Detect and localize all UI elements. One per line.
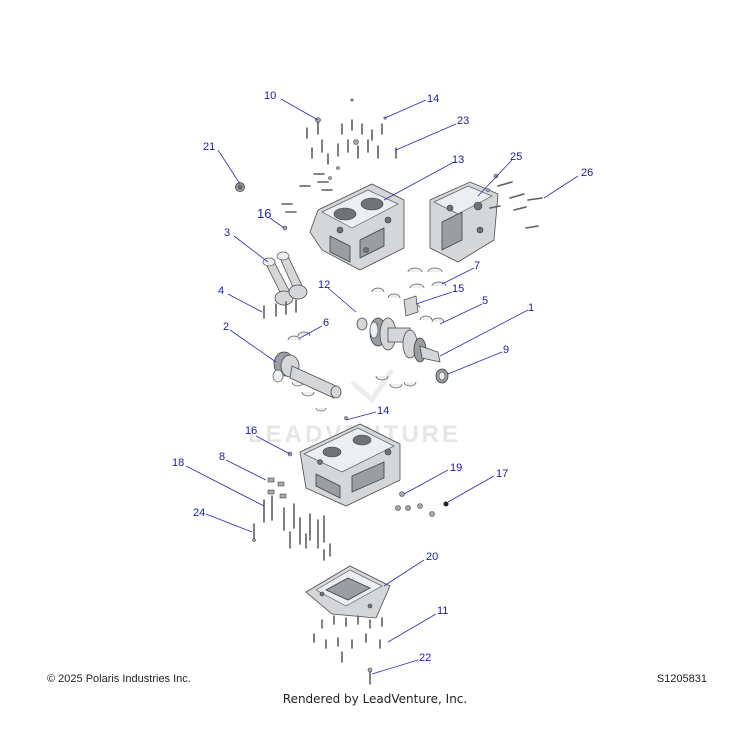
balance-shaft-part-2: [272, 351, 342, 399]
callout-17: 17: [496, 468, 508, 480]
plugs-part-19: [395, 491, 435, 517]
copyright-text: © 2025 Polaris Industries Inc.: [47, 673, 191, 685]
callout-22: 22: [419, 652, 431, 664]
rod-bolts-part-4: [263, 299, 297, 319]
callout-25: 25: [510, 151, 522, 163]
callout-15: 15: [452, 283, 464, 295]
callout-6: 6: [323, 317, 329, 329]
callout-18: 18: [172, 457, 184, 469]
connecting-rods-part-3: [262, 251, 308, 306]
callout-16-upper: 16: [257, 206, 271, 221]
cylinder-head-part-25: [429, 181, 499, 263]
callout-14-top: 14: [427, 93, 439, 105]
callout-5: 5: [482, 295, 488, 307]
crankshaft-part-1: [356, 317, 441, 363]
plug-part-21: [235, 182, 245, 192]
upper-crankcase-part-13: [309, 183, 405, 271]
callout-4: 4: [218, 285, 224, 297]
diagram-id: S1205831: [656, 673, 707, 685]
callout-11: 11: [437, 605, 448, 617]
callout-2: 2: [223, 321, 229, 333]
callout-3: 3: [224, 227, 230, 239]
callout-19: 19: [450, 462, 462, 474]
drain-bolt-part-22: [367, 667, 373, 685]
plug-part-17: [443, 501, 449, 507]
leader-lines: [185, 98, 579, 675]
callout-7: 7: [474, 260, 480, 272]
callout-16-lower: 16: [245, 425, 257, 437]
callout-24: 24: [193, 507, 205, 519]
oil-pan-part-20: [305, 565, 391, 619]
thrust-washer-part-15: [403, 295, 419, 317]
crankcase-bolts-part-18-24: [252, 495, 331, 561]
dowels-part-8: [267, 477, 287, 499]
cylinder-head-bolts: [306, 98, 397, 180]
oil-seal-part-9: [435, 368, 449, 384]
head-bolts-part-26: [486, 173, 543, 229]
callout-20: 20: [426, 551, 438, 563]
callout-23: 23: [457, 115, 469, 127]
callout-1: 1: [528, 302, 534, 314]
callout-10: 10: [264, 90, 276, 102]
callout-26: 26: [581, 167, 593, 179]
lower-crankcase: [299, 423, 401, 507]
callout-labels: 10 14 23 21 13 25 26 16 3 7 12 15 4 5 1 …: [172, 90, 593, 664]
callout-9: 9: [503, 344, 509, 356]
rendered-by-text: Rendered by LeadVenture, Inc.: [282, 692, 468, 706]
callout-14-lower: 14: [377, 405, 389, 417]
callout-21: 21: [203, 141, 215, 153]
callout-13: 13: [452, 154, 464, 166]
oil-pan-bolts-part-11: [313, 615, 383, 663]
bearing-shells: [287, 267, 447, 412]
callout-8: 8: [219, 451, 225, 463]
callout-12: 12: [318, 279, 330, 291]
